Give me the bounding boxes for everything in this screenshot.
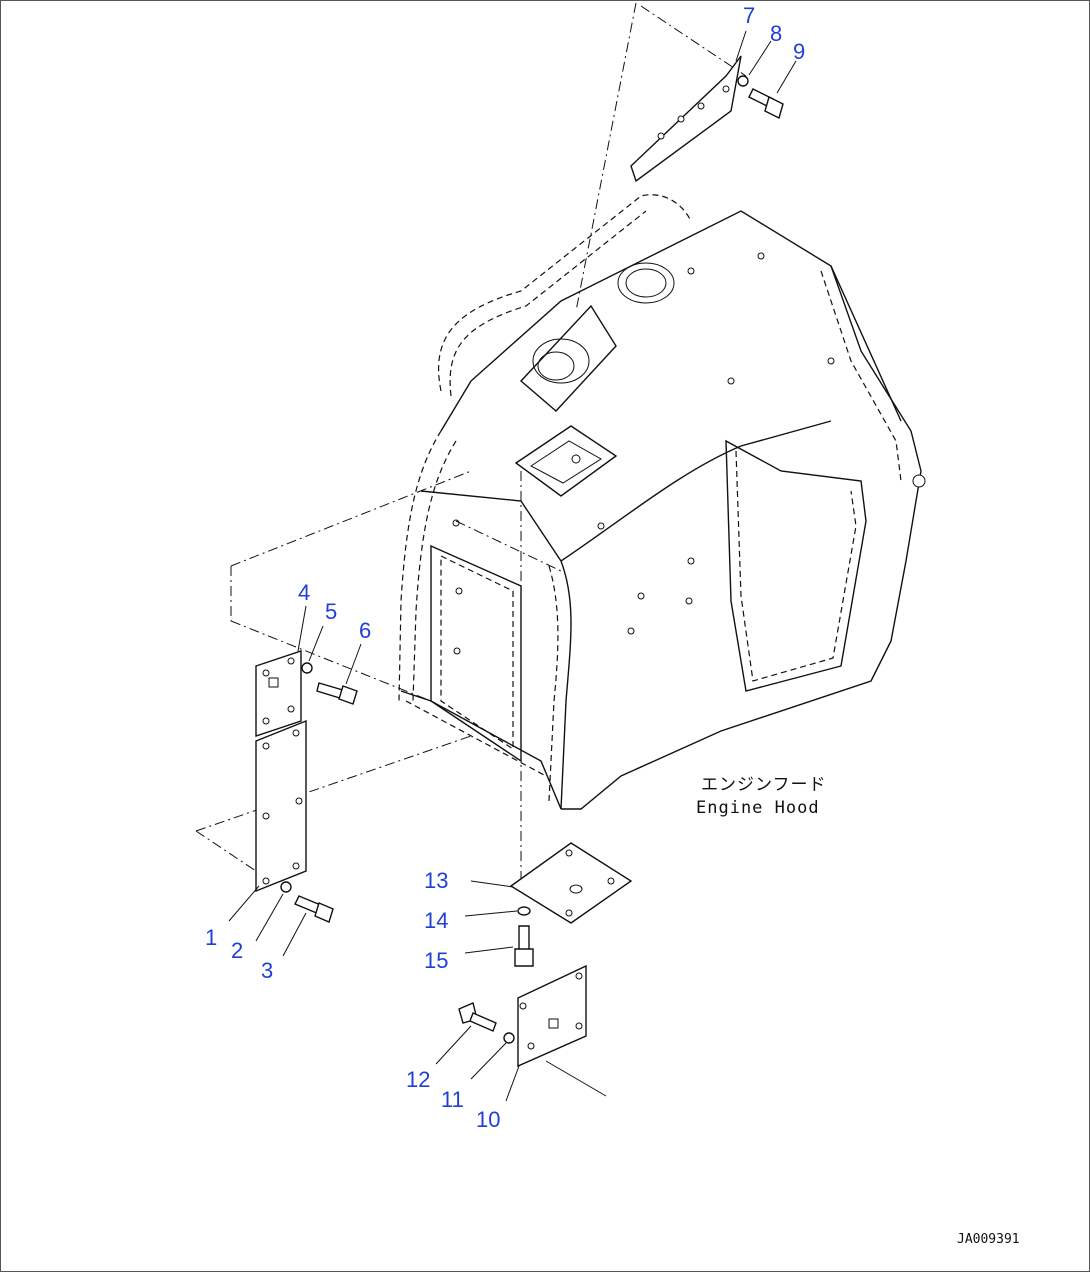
engine-hood-label-en: Engine Hood bbox=[696, 798, 820, 818]
callout-2: 2 bbox=[231, 938, 243, 963]
part-12-bolt bbox=[458, 1002, 497, 1032]
engine-hood-label-ja: エンジンフード bbox=[701, 775, 827, 795]
drawing-code: JA009391 bbox=[957, 1232, 1020, 1247]
part-10-plate bbox=[517, 964, 587, 1068]
assembly-lines bbox=[195, 2, 747, 1097]
callout-3: 3 bbox=[261, 958, 273, 983]
part-5-washer bbox=[301, 662, 313, 674]
hood-rivets bbox=[452, 252, 926, 655]
callout-13: 13 bbox=[424, 868, 448, 893]
callout-1: 1 bbox=[205, 925, 217, 950]
part-4-plate bbox=[255, 650, 302, 737]
part-14-washer bbox=[517, 906, 531, 916]
engine-hood bbox=[398, 194, 926, 810]
part-8-washer bbox=[737, 75, 749, 87]
part-11-washer bbox=[503, 1032, 515, 1044]
callout-numbers: 1 2 3 4 5 6 7 8 9 10 11 12 13 14 15 bbox=[205, 3, 805, 1132]
callout-14: 14 bbox=[424, 908, 448, 933]
callout-15: 15 bbox=[424, 948, 448, 973]
part-3-bolt bbox=[294, 895, 334, 923]
part-1-plate bbox=[255, 719, 307, 893]
part-9-bolt bbox=[748, 88, 784, 120]
callout-12: 12 bbox=[406, 1067, 430, 1092]
callout-7: 7 bbox=[743, 3, 755, 28]
callout-11: 11 bbox=[441, 1087, 464, 1112]
part-6-bolt bbox=[316, 682, 358, 705]
callout-4: 4 bbox=[298, 580, 310, 605]
callout-5: 5 bbox=[325, 599, 337, 624]
callout-leaders bbox=[228, 30, 797, 1102]
part-2-washer bbox=[280, 881, 292, 893]
callout-6: 6 bbox=[359, 618, 371, 643]
part-13-plate bbox=[509, 842, 633, 924]
callout-8: 8 bbox=[770, 21, 782, 46]
part-15-bolt bbox=[514, 925, 534, 967]
callout-10: 10 bbox=[476, 1107, 500, 1132]
part-7-bracket bbox=[630, 55, 742, 183]
callout-9: 9 bbox=[793, 39, 805, 64]
